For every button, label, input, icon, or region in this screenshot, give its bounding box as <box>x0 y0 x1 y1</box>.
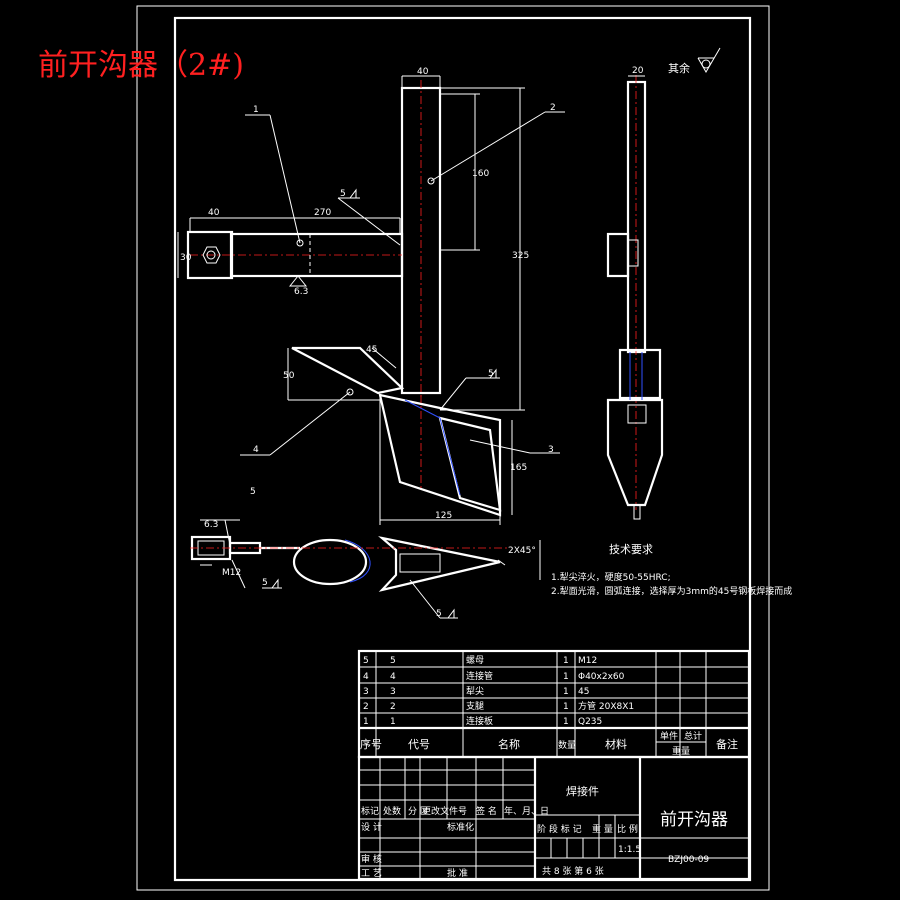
svg-text:审 核: 审 核 <box>361 853 382 865</box>
dim-2x45: 2X45° <box>508 546 536 556</box>
svg-text:比 例: 比 例 <box>617 823 638 835</box>
svg-text:序号: 序号 <box>360 737 382 751</box>
svg-text:代号: 代号 <box>408 738 430 751</box>
svg-text:连接板: 连接板 <box>466 715 493 727</box>
dim-45: 45 <box>366 345 377 355</box>
svg-text:Q235: Q235 <box>578 717 602 727</box>
dim-50: 50 <box>283 371 295 381</box>
svg-text:4: 4 <box>390 672 396 682</box>
tech-req-item: 2.犁面光滑，圆弧连接，选择厚为3mm的45号钢板焊接而成 <box>551 585 792 597</box>
svg-text:螺母: 螺母 <box>466 655 484 666</box>
svg-text:1: 1 <box>563 702 569 712</box>
scale: 1:1.5 <box>618 845 641 855</box>
svg-text:Φ40x2x60: Φ40x2x60 <box>578 672 625 682</box>
svg-text:备注: 备注 <box>716 737 738 751</box>
svg-text:批 准: 批 准 <box>447 867 468 879</box>
svg-text:支腿: 支腿 <box>466 700 484 712</box>
svg-text:1: 1 <box>563 717 569 727</box>
svg-text:数量: 数量 <box>558 739 576 751</box>
drawing-name: 前开沟器 <box>660 810 728 830</box>
bom-header: 序号 代号 名称 数量 材料 单件 总计 重量 备注 <box>360 730 738 757</box>
dim-6-3: 6.3 <box>294 287 308 297</box>
svg-text:1: 1 <box>563 672 569 682</box>
weld-label: 5 <box>488 369 494 379</box>
roughness-note: 其余 <box>668 61 690 75</box>
tech-req-item: 1.犁尖淬火，硬度50-55HRC; <box>551 571 671 583</box>
svg-text:处数: 处数 <box>383 805 401 817</box>
bom-row: 4 4 连接管 1 Φ40x2x60 <box>363 670 625 682</box>
svg-text:犁尖: 犁尖 <box>466 685 484 697</box>
blade-body <box>378 393 502 517</box>
weld-label: 5 <box>340 189 346 199</box>
svg-text:5: 5 <box>390 656 396 666</box>
weld-label: 5 <box>436 609 442 619</box>
drawing-title: 前开沟器（2#) <box>38 48 244 83</box>
dim-20: 20 <box>632 66 644 76</box>
svg-text:1: 1 <box>390 717 396 727</box>
svg-text:5: 5 <box>363 656 369 666</box>
svg-text:单件: 单件 <box>660 730 678 742</box>
balloon-4: 4 <box>253 445 259 455</box>
weld-label: 5 <box>262 578 268 588</box>
svg-text:年、月、日: 年、月、日 <box>504 805 549 817</box>
svg-text:方管 20X8X1: 方管 20X8X1 <box>578 700 634 712</box>
svg-text:2: 2 <box>390 702 396 712</box>
svg-text:1: 1 <box>563 687 569 697</box>
balloon-1: 1 <box>253 105 259 115</box>
bom-row: 1 1 连接板 1 Q235 <box>363 715 602 727</box>
connect-plate <box>186 230 234 280</box>
sheet-count: 共 8 张 第 6 张 <box>542 865 604 877</box>
bom-row: 2 2 支腿 1 方管 20X8X1 <box>363 700 634 712</box>
svg-text:设 计: 设 计 <box>361 821 382 833</box>
svg-text:工 艺: 工 艺 <box>361 868 382 879</box>
svg-text:4: 4 <box>363 672 369 682</box>
dim-m12: M12 <box>222 568 241 578</box>
balloon-5: 5 <box>250 487 256 497</box>
svg-text:签 名: 签 名 <box>476 805 497 817</box>
svg-text:标准化: 标准化 <box>447 821 474 833</box>
balloon-2: 2 <box>550 103 556 113</box>
svg-text:3: 3 <box>363 687 369 697</box>
balloon-3: 3 <box>548 445 554 455</box>
svg-text:1: 1 <box>363 717 369 727</box>
svg-text:M12: M12 <box>578 656 597 666</box>
bom-row: 3 3 犁尖 1 45 <box>363 685 589 697</box>
svg-text:2: 2 <box>363 702 369 712</box>
svg-text:45: 45 <box>578 687 589 697</box>
dim-160: 160 <box>472 169 489 179</box>
svg-text:名称: 名称 <box>498 737 520 751</box>
svg-text:阶 段 标 记: 阶 段 标 记 <box>537 823 582 835</box>
roughness-symbol <box>697 47 721 73</box>
dim-325: 325 <box>512 251 529 261</box>
svg-text:分 区: 分 区 <box>408 806 429 817</box>
side-view <box>606 75 664 520</box>
dim-165: 165 <box>510 463 527 473</box>
svg-text:材料: 材料 <box>605 737 627 751</box>
bom-row: 5 5 螺母 1 M12 <box>363 655 597 666</box>
dim-30: 30 <box>180 253 192 263</box>
top-view <box>190 519 541 619</box>
part-type: 焊接件 <box>566 784 599 798</box>
svg-text:重量: 重量 <box>672 745 690 757</box>
svg-text:3: 3 <box>390 687 396 697</box>
drawing-number: BZJ00-09 <box>668 855 709 865</box>
dim-125: 125 <box>435 511 452 521</box>
svg-text:总计: 总计 <box>684 730 702 742</box>
svg-text:标记: 标记 <box>361 805 379 817</box>
title-block <box>357 755 751 881</box>
svg-text:1: 1 <box>563 656 569 666</box>
dim-40-top: 40 <box>417 67 429 77</box>
front-view <box>177 75 565 525</box>
svg-text:连接管: 连接管 <box>466 670 493 682</box>
svg-text:更改文件号: 更改文件号 <box>422 805 467 817</box>
hex-nut <box>202 246 221 264</box>
blade-brace <box>291 346 405 395</box>
svg-text:重 量: 重 量 <box>592 823 613 835</box>
sheet-border <box>136 5 770 891</box>
dim-270: 270 <box>314 208 331 218</box>
dim-40-left: 40 <box>208 208 220 218</box>
dim-6-3b: 6.3 <box>204 520 218 530</box>
tech-req-heading: 技术要求 <box>609 543 653 556</box>
